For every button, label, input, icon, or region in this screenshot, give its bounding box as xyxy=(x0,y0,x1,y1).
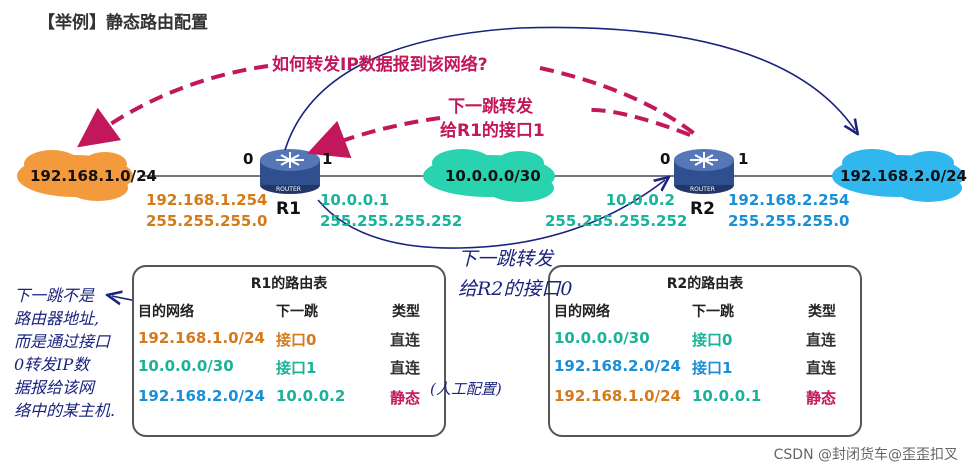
r1-if1-mask: 255.255.255.252 xyxy=(320,212,463,230)
handwritten-left-line2: 路由器地址, xyxy=(14,309,100,328)
network-label-middle: 10.0.0.0/30 xyxy=(445,167,541,185)
network-label-right: 192.168.2.0/24 xyxy=(840,167,967,185)
dashed-arrow-question-right xyxy=(539,66,702,140)
pen-arrow-bottom-loop xyxy=(317,180,665,249)
router-r2-icon xyxy=(674,149,734,194)
r1-interface-1: 1 xyxy=(322,150,333,168)
dashed-arrow-hop1 xyxy=(584,107,691,137)
r2-header-type: 类型 xyxy=(808,304,836,320)
r2-row3-hop: 10.0.0.1 xyxy=(692,387,762,405)
cloud-right xyxy=(832,149,964,202)
watermark: CSDN @封闭货车@歪歪扣叉 xyxy=(773,447,958,463)
r1-row2-type: 直连 xyxy=(390,359,421,377)
r2-if0-mask: 255.255.255.252 xyxy=(545,212,688,230)
handwritten-note-left: 下一跳不是 路由器地址, 而是通过接口 0转发IP数 据报给该网 络中的某主机. xyxy=(14,284,115,422)
router-r1-icon xyxy=(260,149,320,194)
network-label-left: 192.168.1.0/24 xyxy=(30,167,157,185)
r1-row3-type: 静态 xyxy=(390,389,421,407)
router-r1-icon-label: ROUTER xyxy=(276,186,301,193)
cloud-middle xyxy=(423,149,555,202)
handwritten-note-middle: 下一跳转发 给R2的接口0 xyxy=(458,244,572,304)
handwritten-left-line6: 络中的某主机. xyxy=(14,401,116,420)
router-r2-icon-label: ROUTER xyxy=(690,186,715,193)
handwritten-left-line4: 0转发IP数 xyxy=(14,355,90,374)
page-title: 【举例】静态路由配置 xyxy=(38,13,208,33)
r1-interface-0: 0 xyxy=(243,150,254,168)
r1-header-type: 类型 xyxy=(392,304,420,320)
router-r1-name: R1 xyxy=(276,199,301,219)
r2-if0-ip: 10.0.0.2 xyxy=(605,191,675,209)
dashed-arrow-question-left xyxy=(77,64,269,148)
r2-row1-type: 直连 xyxy=(806,331,837,349)
handwritten-left-line1: 下一跳不是 xyxy=(14,286,95,305)
handwritten-left-line5: 据报给该网 xyxy=(14,378,95,397)
r1-if1-ip: 10.0.0.1 xyxy=(320,191,390,209)
r2-row1-dest: 10.0.0.0/30 xyxy=(554,329,650,347)
cloud-left xyxy=(17,150,133,201)
r1-header-hop: 下一跳 xyxy=(276,304,318,320)
r2-if1-mask: 255.255.255.0 xyxy=(728,212,850,230)
r2-row3-dest: 192.168.1.0/24 xyxy=(554,387,681,405)
r1-if0-ip: 192.168.1.254 xyxy=(146,191,268,209)
r1-routing-table: R1的路由表 目的网络 下一跳 类型 192.168.1.0/24 接口0 直连… xyxy=(132,265,446,437)
r2-header-dest: 目的网络 xyxy=(554,304,610,320)
r2-if0-address: 10.0.0.2 255.255.255.252 xyxy=(545,190,688,232)
r1-table-title: R1的路由表 xyxy=(250,276,328,292)
r2-row2-type: 直连 xyxy=(806,359,837,377)
r2-if1-ip: 192.168.2.254 xyxy=(728,191,850,209)
r1-row1-hop: 接口0 xyxy=(276,331,317,349)
r2-row3-type: 静态 xyxy=(806,389,837,407)
handwritten-middle-line2: 给R2的接口0 xyxy=(458,278,573,300)
callout-question: 如何转发IP数据报到该网络? xyxy=(272,55,488,75)
r2-table-title: R2的路由表 xyxy=(666,276,744,292)
handwritten-left-line3: 而是通过接口 xyxy=(14,332,111,351)
r2-routing-table: R2的路由表 目的网络 下一跳 类型 10.0.0.0/30 接口0 直连 19… xyxy=(548,265,862,437)
callout-hop-line1: 下一跳转发 xyxy=(448,97,533,117)
r1-if0-address: 192.168.1.254 255.255.255.0 xyxy=(146,190,267,232)
r2-header-hop: 下一跳 xyxy=(692,304,734,320)
r1-row2-hop: 接口1 xyxy=(276,359,317,377)
r2-row2-hop: 接口1 xyxy=(692,359,733,377)
r1-row2-dest: 10.0.0.0/30 xyxy=(138,357,234,375)
r1-row3-dest: 192.168.2.0/24 xyxy=(138,387,265,405)
r1-if1-address: 10.0.0.1 255.255.255.252 xyxy=(320,190,462,232)
handwritten-manual-config: (人工配置) xyxy=(430,380,502,398)
r2-if1-address: 192.168.2.254 255.255.255.0 xyxy=(728,190,849,232)
r2-row2-dest: 192.168.2.0/24 xyxy=(554,357,681,375)
pen-arrow-top-loop xyxy=(284,26,855,151)
r2-interface-0: 0 xyxy=(660,150,671,168)
r2-interface-1: 1 xyxy=(738,150,749,168)
dashed-arrow-hop1-to-r1 xyxy=(307,116,441,159)
handwritten-middle-line1: 下一跳转发 xyxy=(458,248,554,270)
r1-header-dest: 目的网络 xyxy=(138,304,194,320)
router-r2-name: R2 xyxy=(690,199,715,219)
callout-hop-line2: 给R1的接口1 xyxy=(440,121,545,141)
r1-if0-mask: 255.255.255.0 xyxy=(146,212,268,230)
r1-row1-dest: 192.168.1.0/24 xyxy=(138,329,265,347)
r1-row3-hop: 10.0.0.2 xyxy=(276,387,346,405)
r1-row1-type: 直连 xyxy=(390,331,421,349)
r2-row1-hop: 接口0 xyxy=(692,331,733,349)
